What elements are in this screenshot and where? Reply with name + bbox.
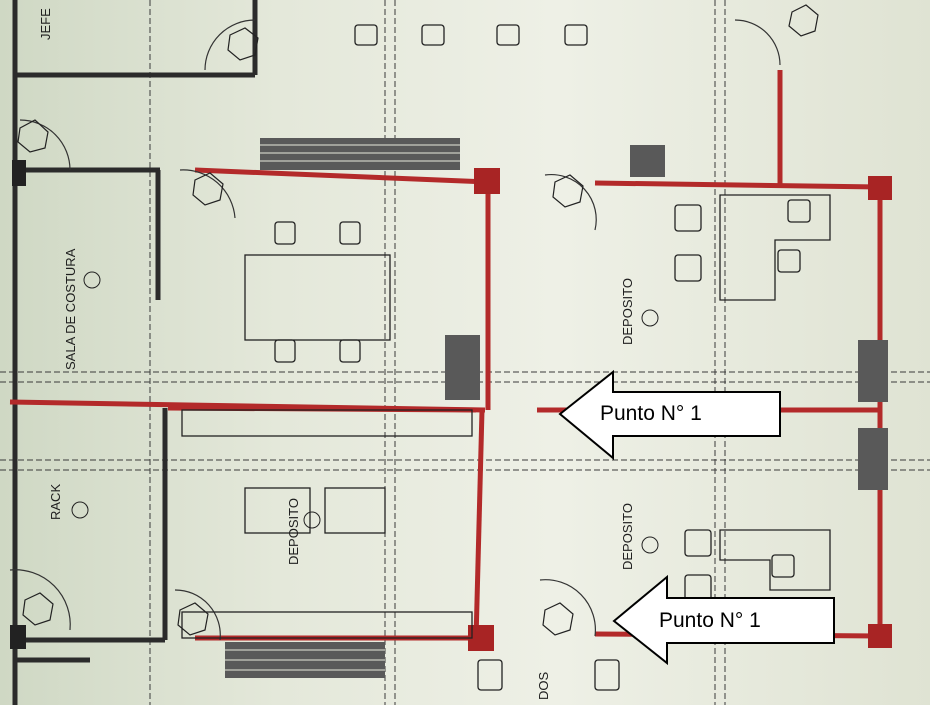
callout-label: Punto N° 1 [659, 609, 761, 632]
label-dos: DOS [536, 672, 551, 701]
callout-punto-1-upper: Punto N° 1 [558, 369, 783, 461]
left-arrow-shape [612, 574, 835, 666]
callout-label: Punto N° 1 [600, 402, 702, 425]
label-deposito-left: DEPOSITO [286, 498, 301, 565]
dark-walls [12, 0, 258, 705]
callout-punto-1-lower: Punto N° 1 [612, 574, 837, 666]
room-number-circles [71, 271, 659, 554]
structural-columns [10, 160, 892, 651]
room-tags [17, 4, 819, 636]
label-rack: RACK [48, 484, 63, 520]
label-deposito-upper: DEPOSITO [620, 278, 635, 345]
door-swings [9, 19, 781, 641]
furniture [181, 24, 831, 691]
hatching [225, 144, 460, 671]
label-sala-de-costura: SALA DE COSTURA [63, 248, 78, 370]
label-jefe: JEFE [38, 8, 53, 40]
chairs [274, 24, 811, 691]
label-deposito-lower: DEPOSITO [620, 503, 635, 570]
left-arrow-shape [558, 369, 781, 461]
